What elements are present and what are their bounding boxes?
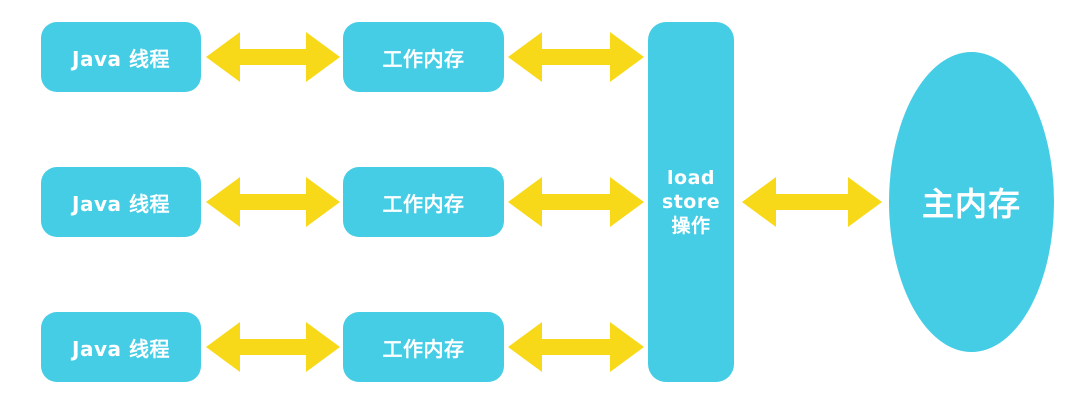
working-memory-1: 工作内存 <box>343 22 504 92</box>
java-thread-1: Java 线程 <box>41 22 201 92</box>
working-memory-2-label: 工作内存 <box>382 191 465 216</box>
operation-line-load: load <box>667 167 715 189</box>
double-arrow-thread2-work2 <box>206 177 340 227</box>
double-arrow-ops-main <box>742 177 882 227</box>
main-memory: 主内存 <box>889 52 1054 352</box>
working-memory-3-label: 工作内存 <box>382 336 465 361</box>
working-memory-3: 工作内存 <box>343 312 504 382</box>
java-thread-2: Java 线程 <box>41 167 201 237</box>
operation-line-caozuo: 操作 <box>671 215 711 237</box>
working-memory-1-label: 工作内存 <box>382 46 465 71</box>
operation-line-store: store <box>661 191 721 213</box>
double-arrow-work3-ops <box>508 322 644 372</box>
working-memory-2: 工作内存 <box>343 167 504 237</box>
java-thread-3: Java 线程 <box>41 312 201 382</box>
java-thread-1-label: Java 线程 <box>72 46 170 71</box>
java-thread-3-label: Java 线程 <box>72 336 170 361</box>
main-memory-label: 主内存 <box>921 185 1021 223</box>
java-thread-2-label: Java 线程 <box>72 191 170 216</box>
double-arrow-thread1-work1 <box>206 32 340 82</box>
double-arrow-work1-ops <box>508 32 644 82</box>
load-store-operation: load store 操作 <box>648 22 734 382</box>
double-arrow-work2-ops <box>508 177 644 227</box>
double-arrow-thread3-work3 <box>206 322 340 372</box>
